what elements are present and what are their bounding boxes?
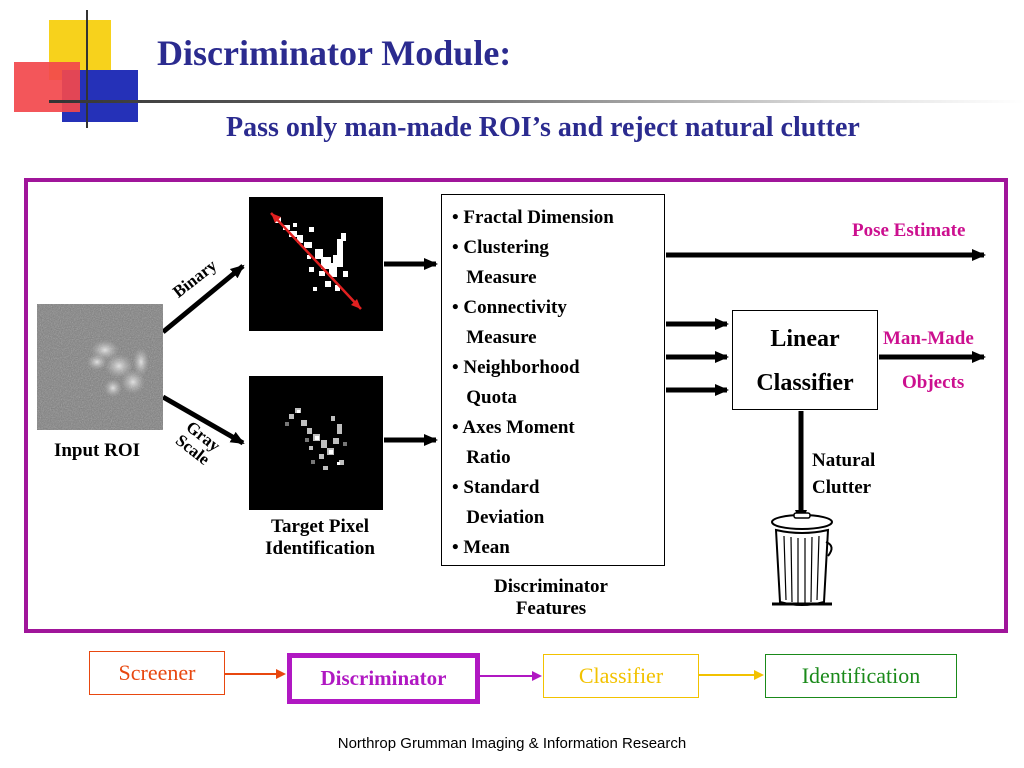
feature-item: Measure xyxy=(452,267,537,288)
target-pixel-label: Target Pixel Identification xyxy=(240,516,400,560)
linear-classifier-box: Linear Classifier xyxy=(732,310,878,410)
objects-label: Objects xyxy=(902,372,965,393)
stage-discriminator: Discriminator xyxy=(287,653,480,704)
features-caption-line-2: Features xyxy=(515,598,587,619)
page-title: Discriminator Module: xyxy=(157,33,512,73)
grayscale-target-image xyxy=(249,376,383,510)
feature-item: • Mean xyxy=(452,537,510,558)
feature-item: • Axes Moment xyxy=(452,417,575,438)
natural-label-line-1: Natural xyxy=(812,450,876,471)
footer-text: Northrop Grumman Imaging & Information R… xyxy=(337,735,687,752)
logo-decoration xyxy=(0,0,160,130)
feature-item: • Clustering xyxy=(452,237,549,258)
feature-item: • Neighborhood xyxy=(452,357,580,378)
trash-can-icon xyxy=(771,512,833,606)
feature-item: Measure xyxy=(452,327,537,348)
target-label-line-2: Identification xyxy=(265,538,375,559)
feature-item: Ratio xyxy=(452,447,511,468)
principal-axis-line xyxy=(270,212,362,310)
features-caption-line-1: Discriminator xyxy=(494,576,608,597)
stage-identification: Identification xyxy=(765,654,957,698)
title-divider xyxy=(49,100,1024,103)
classifier-line-1: Linear xyxy=(770,326,840,352)
natural-label-line-2: Clutter xyxy=(812,477,872,498)
binary-target-image xyxy=(249,197,383,331)
page-subtitle: Pass only man-made ROI’s and reject natu… xyxy=(226,112,860,143)
classifier-line-2: Classifier xyxy=(756,370,854,396)
feature-item: • Standard xyxy=(452,477,540,498)
stage-classifier-label: Classifier xyxy=(578,663,664,688)
feature-item: • Connectivity xyxy=(452,297,567,318)
stage-identification-label: Identification xyxy=(801,663,921,688)
feature-item: • Fractal Dimension xyxy=(452,207,614,228)
stage-classifier: Classifier xyxy=(543,654,699,698)
features-list: • Fractal Dimension • Clustering Measure… xyxy=(452,203,664,563)
input-roi-label: Input ROI xyxy=(53,440,141,461)
binary-arrow xyxy=(161,264,245,334)
pose-estimate-label: Pose Estimate xyxy=(852,220,966,241)
features-caption: Discriminator Features xyxy=(441,576,661,620)
grayscale-arrow xyxy=(161,394,245,446)
natural-clutter-label: Natural Clutter xyxy=(812,447,902,501)
stage-screener: Screener xyxy=(89,651,225,695)
logo-vertical-line xyxy=(86,10,88,128)
target-label-line-1: Target Pixel xyxy=(271,516,369,537)
man-made-label: Man-Made xyxy=(883,328,974,349)
stage-screener-label: Screener xyxy=(118,660,196,685)
input-roi-image xyxy=(37,304,163,430)
diagram-panel xyxy=(24,178,1008,633)
features-box: • Fractal Dimension • Clustering Measure… xyxy=(441,194,665,566)
feature-item: Deviation xyxy=(452,507,545,528)
feature-item: Quota xyxy=(452,387,517,408)
stage-discriminator-label: Discriminator xyxy=(320,666,447,690)
logo-red-square xyxy=(14,62,80,112)
